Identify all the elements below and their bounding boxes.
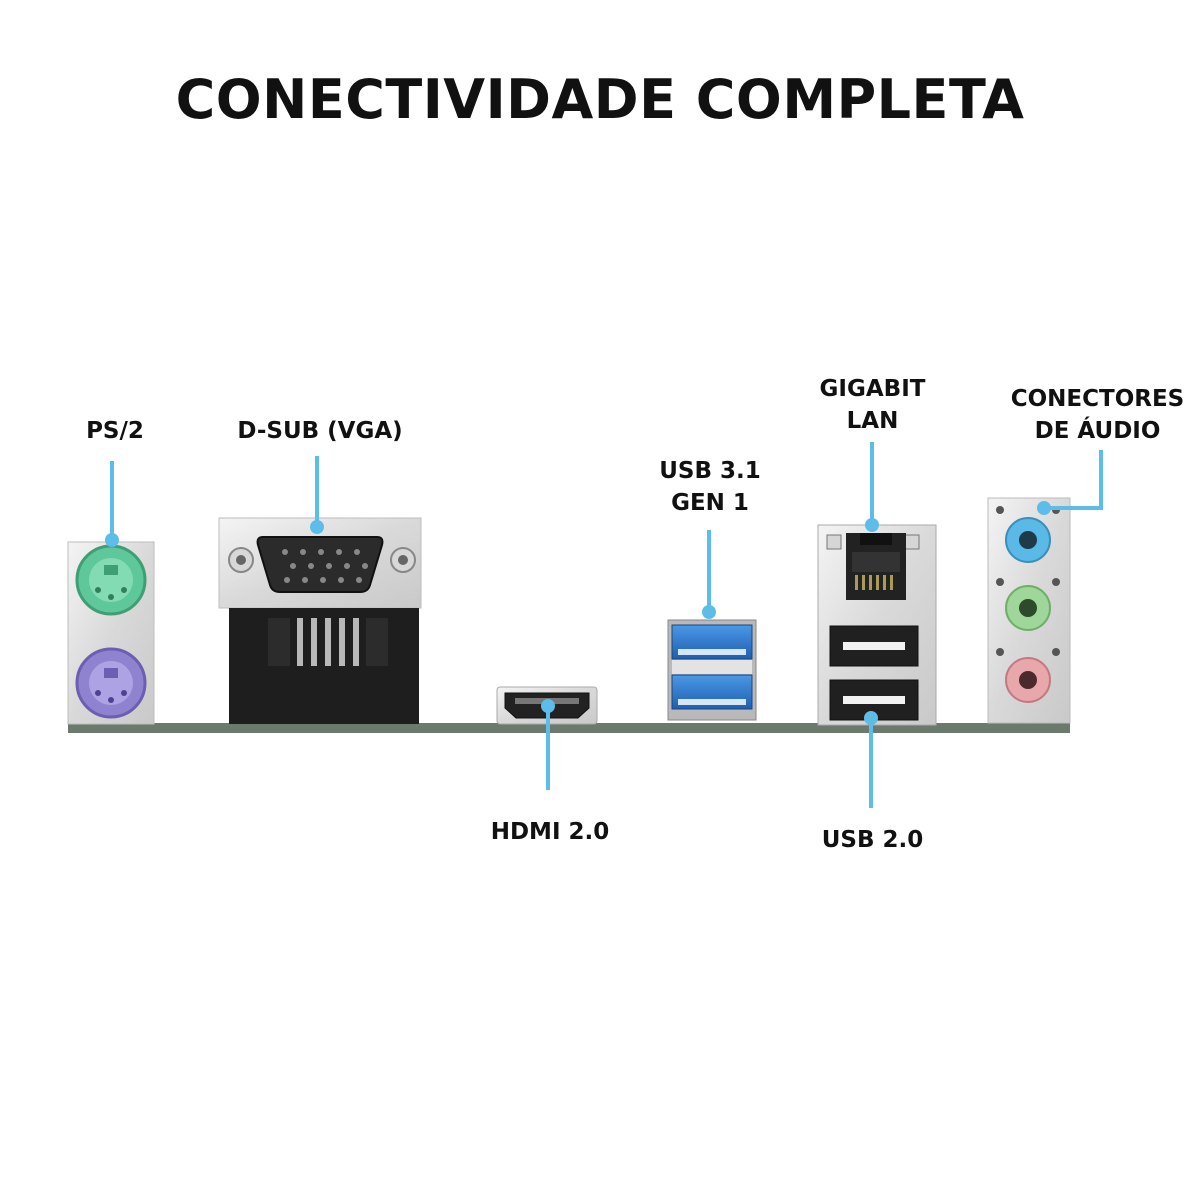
label-hdmi: HDMI 2.0	[490, 819, 610, 845]
label-lan: GIGABIT LAN	[819, 376, 926, 434]
vga-port-group	[218, 517, 422, 724]
callout-lines	[110, 442, 1103, 808]
lan-led-right-icon	[904, 534, 920, 550]
lan-usb20-port-group	[817, 524, 937, 726]
ps2-port-group	[67, 541, 155, 725]
page-title: CONECTIVIDADE COMPLETA	[175, 68, 1025, 131]
board-baseline	[68, 723, 1070, 733]
usb31-port-group	[667, 619, 757, 721]
label-usb20: USB 2.0	[821, 827, 924, 853]
label-usb31: USB 3.1 GEN 1	[659, 458, 761, 516]
callout-dots	[105, 501, 1051, 725]
label-ps2: PS/2	[86, 418, 144, 444]
lan-led-left-icon	[826, 534, 842, 550]
audio-port-group	[987, 497, 1071, 724]
label-audio: CONECTORES DE ÁUDIO	[1010, 386, 1185, 444]
label-vga: D-SUB (VGA)	[237, 418, 403, 444]
